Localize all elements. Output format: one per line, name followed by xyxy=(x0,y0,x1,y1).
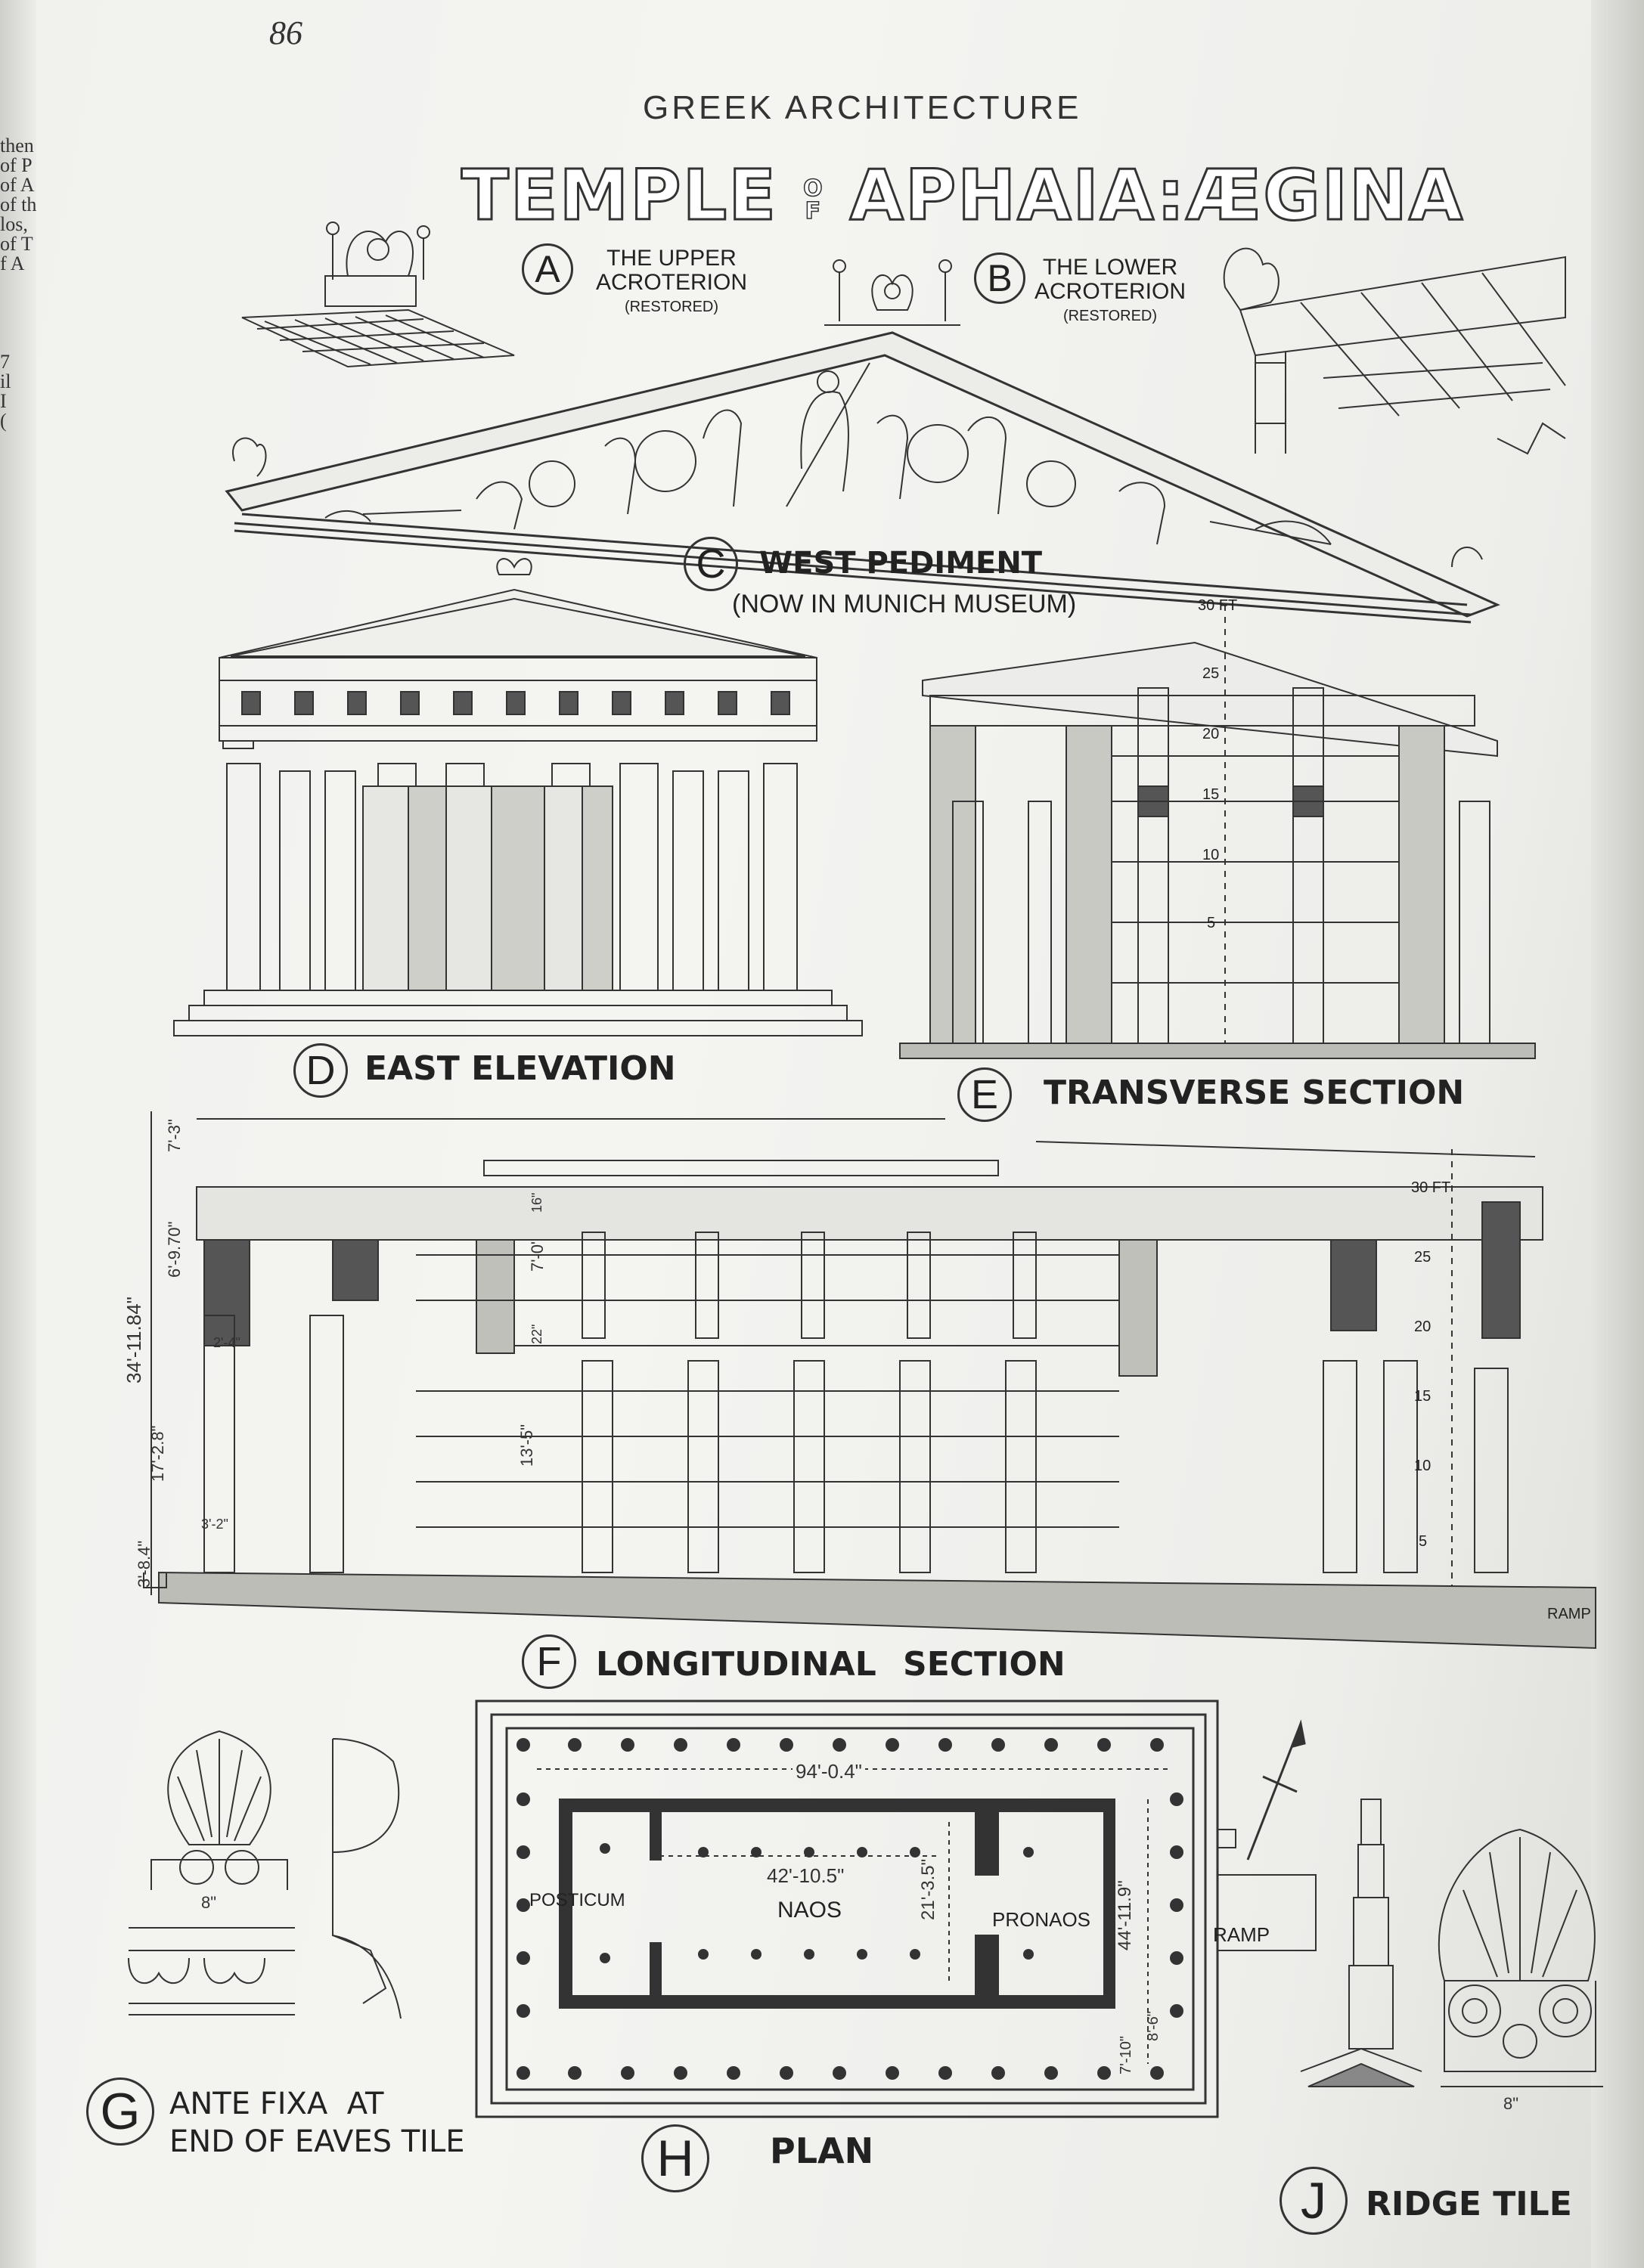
f-dim-7-3: 7'-3" xyxy=(165,1119,184,1152)
f-dim-3-8: 3'-8.4" xyxy=(135,1540,154,1588)
antefix-drawing xyxy=(128,1730,402,2019)
panel-h-letter: H xyxy=(641,2124,709,2192)
plan-label-ramp: RAMP xyxy=(1213,1923,1270,1946)
plan-dim-overall-width: 44'-11.9" xyxy=(1115,1880,1135,1950)
e-scale-10: 10 xyxy=(1202,847,1220,863)
panel-a-line2: ACROTERION xyxy=(596,270,748,295)
f-dim-2-4: 2'-4" xyxy=(213,1335,240,1350)
title-part-2: APHAIA:ÆGINA xyxy=(848,154,1465,237)
panel-a-letter: A xyxy=(522,243,573,295)
plan-label-pronaos: PRONAOS xyxy=(992,1908,1091,1931)
plan-dim-total: 94'-0.4" xyxy=(793,1760,865,1783)
panel-g-caption: ANTE FIXA AT END OF EAVES TILE xyxy=(169,2085,465,2161)
panel-f-label: LONGITUDINAL SECTION xyxy=(596,1645,1065,1684)
plate-title: TEMPLE O F APHAIA:ÆGINA xyxy=(460,154,1465,237)
f-scale-15: 15 xyxy=(1414,1388,1432,1405)
ridge-tile-drawing xyxy=(1300,1799,1603,2087)
plan-dim-naos-width: 21'-3.5" xyxy=(918,1858,938,1920)
panel-d-label: EAST ELEVATION xyxy=(364,1049,676,1088)
f-ramp-label: RAMP xyxy=(1547,1606,1591,1622)
f-dim-22: 22" xyxy=(529,1324,544,1344)
panel-e-letter: E xyxy=(957,1067,1012,1122)
transverse-section-drawing xyxy=(899,605,1536,1059)
running-head: GREEK ARCHITECTURE xyxy=(643,89,1082,126)
f-scale-25: 25 xyxy=(1414,1249,1432,1266)
panel-b-caption: THE LOWER ACROTERION (RESTORED) xyxy=(1034,256,1186,328)
panel-g-letter: G xyxy=(86,2077,154,2146)
e-scale-5: 5 xyxy=(1207,915,1216,931)
f-scale-20: 20 xyxy=(1414,1318,1432,1335)
panel-j-letter: J xyxy=(1280,2167,1348,2235)
panel-b-line2: ACROTERION xyxy=(1034,279,1186,304)
plan-dim-7-10: 7'-10" xyxy=(1118,2036,1134,2074)
adjacent-page-text: then of P of A of th los, of T f A 7 il … xyxy=(0,135,37,432)
e-scale-15: 15 xyxy=(1202,786,1220,803)
antefix-dimension: 8" xyxy=(201,1893,217,1912)
panel-c-subtitle: (NOW IN MUNICH MUSEUM) xyxy=(732,590,1077,618)
panel-f-letter: F xyxy=(522,1634,576,1689)
e-scale-25: 25 xyxy=(1202,665,1220,682)
title-connector-bottom: F xyxy=(805,197,823,225)
plan-dim-8-6: 8'-6" xyxy=(1145,2011,1162,2041)
panel-g-line2: END OF EAVES TILE xyxy=(169,2124,465,2159)
panel-b-line1: THE LOWER xyxy=(1042,255,1178,280)
title-connector: O F xyxy=(802,175,824,225)
lower-acroterion-drawing xyxy=(1223,247,1566,455)
panel-b-line3: (RESTORED) xyxy=(1062,308,1158,324)
ridge-acroterion-drawing xyxy=(824,259,960,326)
panel-g-line1: ANTE FIXA AT xyxy=(169,2087,384,2121)
e-scale-20: 20 xyxy=(1202,726,1220,742)
f-dim-13-5: 13'-5" xyxy=(517,1424,536,1467)
page-number: 86 xyxy=(269,14,302,51)
plan-drawing xyxy=(475,1699,1317,2118)
panel-a-line3: (RESTORED) xyxy=(624,299,719,315)
plan-label-naos: NAOS xyxy=(777,1898,842,1923)
book-gutter xyxy=(0,0,36,2268)
west-pediment-drawing xyxy=(225,331,1500,624)
panel-c-letter: C xyxy=(684,537,738,591)
f-dim-34-11: 34'-11.84" xyxy=(123,1297,145,1383)
longitudinal-section-drawing xyxy=(143,1111,1596,1650)
f-scale-10: 10 xyxy=(1414,1458,1432,1474)
title-part-1: TEMPLE xyxy=(460,154,778,237)
panel-e-label: TRANSVERSE SECTION xyxy=(1044,1074,1465,1112)
e-scale-30: 30 FT xyxy=(1198,597,1238,614)
panel-a-line1: THE UPPER xyxy=(606,246,737,271)
ridge-tile-dimension: 8" xyxy=(1503,2094,1519,2113)
plan-label-posticum: POSTICUM xyxy=(529,1890,625,1910)
page-edge xyxy=(1591,0,1644,2268)
f-dim-6-9: 6'-9.70" xyxy=(165,1221,184,1278)
north-arrow-icon xyxy=(1246,1719,1306,1861)
panel-h-label: PLAN xyxy=(770,2130,874,2171)
f-dim-7-0: 7'-0" xyxy=(528,1238,547,1272)
east-elevation-drawing xyxy=(173,558,863,1036)
panel-j-label: RIDGE TILE xyxy=(1366,2185,1572,2223)
f-dim-17-2: 17'-2.8" xyxy=(148,1425,167,1482)
panel-a-caption: THE UPPER ACROTERION (RESTORED) xyxy=(596,246,747,319)
plan-dim-naos-length: 42'-10.5" xyxy=(764,1864,848,1888)
f-dim-3-2: 3'-2" xyxy=(201,1517,228,1532)
panel-c-title: WEST PEDIMENT xyxy=(759,546,1043,581)
f-scale-30: 30 FT xyxy=(1411,1179,1451,1196)
title-connector-top: O xyxy=(802,175,824,202)
f-scale-5: 5 xyxy=(1419,1533,1428,1550)
panel-d-letter: D xyxy=(293,1043,348,1098)
panel-b-letter: B xyxy=(974,253,1025,304)
upper-acroterion-drawing xyxy=(241,222,515,368)
f-dim-16: 16" xyxy=(529,1192,544,1213)
